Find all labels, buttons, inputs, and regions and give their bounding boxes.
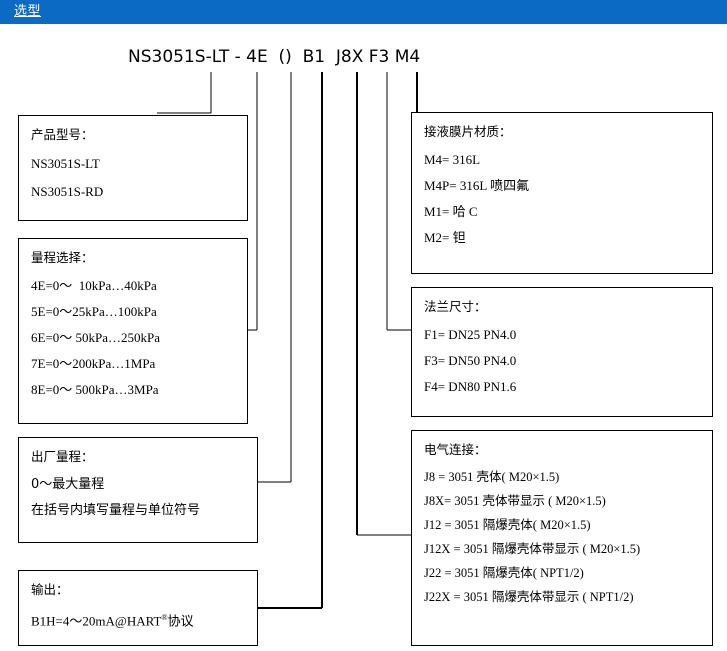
box-range-line: 4E=0～ 10kPa…40kPa	[31, 278, 157, 293]
box-diaphragm-line: M2= 钽	[424, 230, 466, 245]
box-product-line: NS3051S-LT	[31, 156, 100, 171]
box-range-line: 8E=0～ 500kPa…3MPa	[31, 382, 159, 397]
box-flange-line: F4= DN80 PN1.6	[424, 379, 517, 394]
box-product-line: NS3051S-RD	[31, 184, 104, 199]
box-output-line-suffix: 协议	[167, 613, 194, 629]
box-diaphragm-material: 接液膜片材质： M4= 316L M4P= 316L 喷四氟 M1= 哈 C M…	[411, 112, 713, 274]
box-factory-range: 出厂量程： 0～最大量程 在括号内填写量程与单位符号	[18, 437, 258, 543]
box-range-line: 6E=0～ 50kPa…250kPa	[31, 330, 161, 345]
box-factory-title: 出厂量程：	[31, 449, 94, 464]
box-diaphragm-line: M4= 316L	[424, 152, 481, 167]
box-electrical-title: 电气连接：	[424, 442, 487, 457]
registered-trademark-icon: ®	[161, 613, 168, 622]
box-flange-line: F3= DN50 PN4.0	[424, 353, 517, 368]
box-product-title: 产品型号：	[31, 127, 94, 142]
box-output-line-prefix: B1H=4～20mA@HART	[31, 613, 162, 629]
box-range-selection: 量程选择： 4E=0～ 10kPa…40kPa 5E=0～25kPa…100kP…	[18, 238, 248, 424]
header-bar	[0, 0, 727, 24]
box-output-title: 输出：	[31, 582, 69, 597]
box-electrical-line: J12X = 3051 隔爆壳体带显示 ( M20×1.5)	[424, 542, 641, 556]
box-electrical-line: J8X= 3051 壳体带显示 ( M20×1.5)	[424, 494, 606, 508]
box-factory-line: 在括号内填写量程与单位符号	[31, 503, 201, 518]
page-title: 选型	[14, 4, 42, 19]
box-product-model: 产品型号： NS3051S-LT NS3051S-RD	[18, 115, 248, 221]
box-electrical-line: J12 = 3051 隔爆壳体( M20×1.5)	[424, 518, 591, 532]
box-flange-line: F1= DN25 PN4.0	[424, 327, 517, 342]
box-diaphragm-title: 接液膜片材质：	[424, 124, 512, 139]
box-factory-line: 0～最大量程	[31, 477, 105, 492]
box-flange-size: 法兰尺寸： F1= DN25 PN4.0 F3= DN50 PN4.0 F4= …	[411, 287, 713, 417]
box-diaphragm-line: M1= 哈 C	[424, 204, 478, 219]
box-output-line: B1H=4～20mA@HART®协议	[31, 605, 257, 634]
box-output: 输出： B1H=4～20mA@HART®协议	[18, 570, 258, 646]
box-range-title: 量程选择：	[31, 250, 94, 265]
box-electrical-line: J8 = 3051 壳体( M20×1.5)	[424, 470, 560, 484]
box-electrical-connection: 电气连接： J8 = 3051 壳体( M20×1.5) J8X= 3051 壳…	[411, 430, 713, 646]
box-electrical-line: J22X = 3051 隔爆壳体带显示 ( NPT1/2)	[424, 590, 634, 604]
box-flange-title: 法兰尺寸：	[424, 299, 487, 314]
box-diaphragm-line: M4P= 316L 喷四氟	[424, 178, 530, 193]
box-electrical-line: J22 = 3051 隔爆壳体( NPT1/2)	[424, 566, 584, 580]
box-range-line: 5E=0～25kPa…100kPa	[31, 304, 157, 319]
model-code-string: NS3051S-LT - 4E () B1 J8X F3 M4	[128, 47, 421, 67]
box-range-line: 7E=0～200kPa…1MPa	[31, 356, 156, 371]
